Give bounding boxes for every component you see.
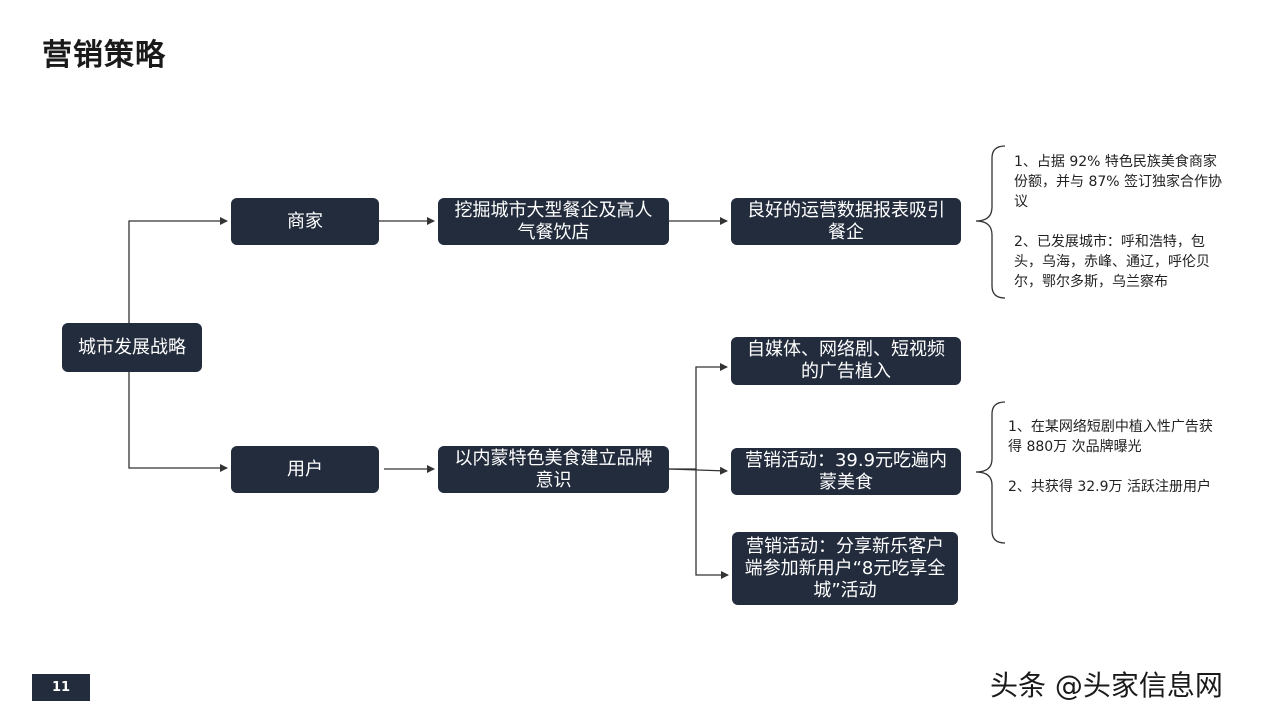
page-number: 11: [32, 674, 90, 701]
node-user-channel2: 营销活动：39.9元吃遍内蒙美食: [731, 448, 961, 495]
merchant-notes-brace: [975, 145, 1006, 299]
page-title: 营销策略: [42, 38, 166, 73]
connector-user-channel3: [695, 469, 729, 579]
user-note-2: 2、共获得 32.9万 活跃注册用户: [1008, 479, 1211, 495]
connector-root-merchant: [128, 217, 228, 324]
user-note-1: 1、在某网络短剧中植入性广告获得 880万 次品牌曝光: [1008, 419, 1213, 455]
node-user-step1: 以内蒙特色美食建立品牌意识: [438, 446, 669, 493]
node-merchant-step1: 挖掘城市大型餐企及高人气餐饮店: [438, 198, 669, 245]
connector-user-channel2: [668, 466, 728, 475]
watermark: 头条 @头家信息网: [990, 669, 1223, 702]
user-notes-brace: [975, 401, 1006, 544]
merchant-note-2: 2、已发展城市：呼和浩特，包头，乌海，赤峰、通辽，呼伦贝尔，鄂尔多斯，乌兰察布: [1014, 234, 1210, 290]
merchant-notes: 1、占据 92% 特色民族美食商家份额，并与 87% 签订独家合作协议 2、已发…: [1014, 152, 1229, 292]
connector-user-channel1: [669, 363, 728, 470]
node-merchant: 商家: [231, 198, 379, 245]
node-user-channel1: 自媒体、网络剧、短视频的广告植入: [731, 337, 961, 385]
node-merchant-step2: 良好的运营数据报表吸引餐企: [731, 198, 961, 245]
node-city-strategy: 城市发展战略: [62, 323, 202, 372]
connector-root-user: [128, 372, 228, 472]
user-notes: 1、在某网络短剧中植入性广告获得 880万 次品牌曝光 2、共获得 32.9万 …: [1008, 417, 1220, 497]
node-user: 用户: [231, 446, 379, 493]
node-user-channel3: 营销活动：分享新乐客户端参加新用户“8元吃享全城”活动: [732, 532, 958, 605]
merchant-note-1: 1、占据 92% 特色民族美食商家份额，并与 87% 签订独家合作协议: [1014, 154, 1223, 210]
